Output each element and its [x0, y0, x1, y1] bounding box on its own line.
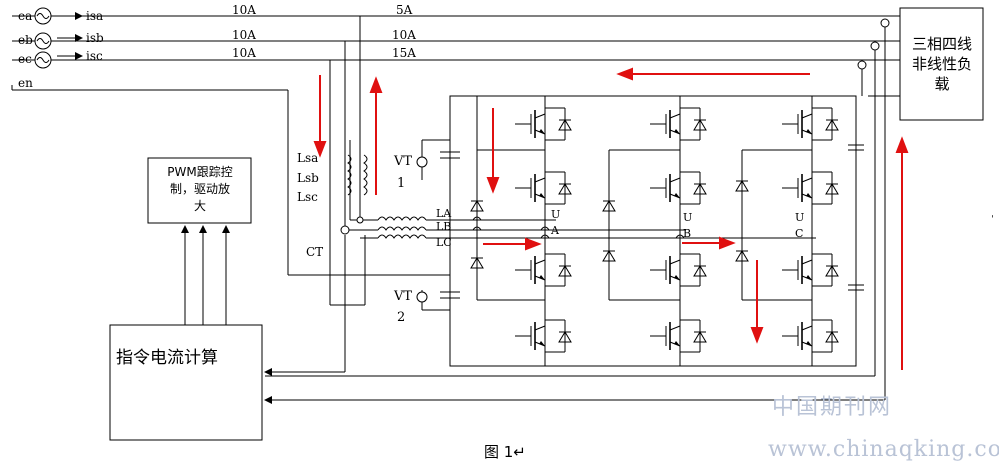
node-u-a: U: [551, 208, 561, 221]
inductor-lsc: Lsc: [297, 190, 318, 204]
current-flow-arrows: [313, 67, 909, 370]
vt1-label: VT: [394, 154, 413, 169]
source-label-eb: eb: [18, 33, 33, 47]
load-line2: 非线性负: [911, 55, 972, 73]
reading-b2: 10A: [392, 28, 416, 42]
load-box: [899, 7, 984, 121]
ct-wires: [264, 16, 378, 376]
current-label-isa: isa: [86, 9, 104, 23]
source-ea-icon: [34, 7, 52, 25]
output-inductors: [377, 216, 816, 239]
ct-label: CT: [306, 245, 324, 259]
source-ec-icon: [34, 51, 52, 69]
load-line1: 三相四线: [911, 35, 972, 53]
l-label-lc: LC: [436, 236, 452, 249]
calc-box: [109, 324, 263, 441]
phase-lines: [11, 12, 900, 276]
reading-a1: 10A: [232, 3, 256, 17]
pwm-line3: 大: [193, 199, 206, 213]
node-u-b: U: [683, 211, 693, 224]
current-label-isc: isc: [86, 49, 103, 63]
figure-caption: 图 1↵: [484, 443, 526, 461]
node-c: C: [795, 227, 804, 240]
inductor-lsa: Lsa: [297, 151, 319, 165]
l-label-lb: LB: [436, 220, 452, 233]
node-u-c: U: [795, 211, 805, 224]
load-sense-circles: [857, 18, 890, 70]
load-line3: 载: [934, 75, 950, 93]
reading-c2: 15A: [392, 46, 416, 60]
source-inductors: [347, 154, 368, 196]
source-label-ec: ec: [18, 52, 32, 66]
pwm-line2: 制，驱动放: [169, 182, 230, 196]
vt2-number: 2: [397, 310, 406, 325]
reading-a2: 5A: [396, 3, 413, 17]
neutral-label: en: [18, 76, 33, 90]
reading-b1: 10A: [232, 28, 256, 42]
source-eb-icon: [34, 32, 52, 50]
node-b: B: [683, 227, 692, 240]
source-label-ea: ea: [18, 9, 33, 23]
l-label-la: LA: [436, 207, 452, 220]
pwm-box-label: PWM跟踪控 制，驱动放 大: [150, 164, 250, 215]
current-label-isb: isb: [86, 31, 104, 45]
load-box-label: 三相四线 非线性负 载: [902, 34, 982, 94]
calc-box-label: 指令电流计算: [116, 348, 218, 368]
node-a: A: [551, 224, 559, 237]
vt2-label: VT: [394, 289, 413, 304]
pwm-line1: PWM跟踪控: [167, 165, 233, 179]
watermark-cn: 中国期刊网: [772, 395, 893, 420]
watermark-url: www.chinaqking.com: [768, 437, 999, 462]
inductor-lsb: Lsb: [297, 171, 319, 185]
stray-mark: ˌ: [991, 208, 994, 219]
vt1-number: 1: [397, 176, 406, 191]
pwm-box: [147, 157, 252, 224]
reading-c1: 10A: [232, 46, 256, 60]
